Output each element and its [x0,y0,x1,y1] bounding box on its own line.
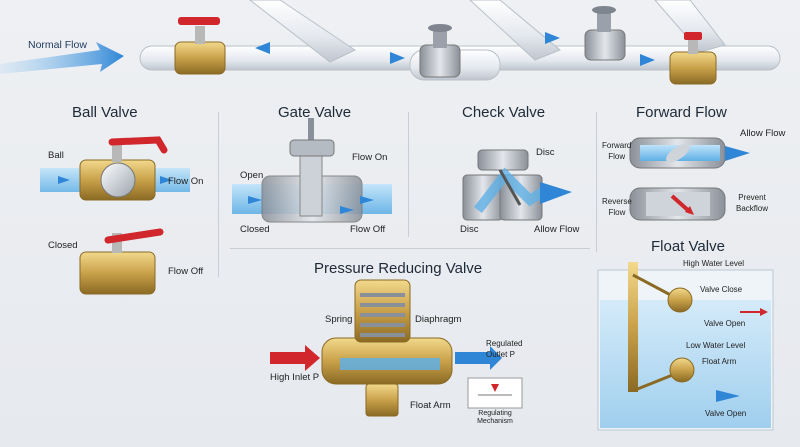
float-valve-illustration [597,262,774,431]
ball-label: Ball [48,150,64,161]
float-valve-title: Float Valve [651,238,725,255]
gate-flow-on-label: Flow On [352,152,388,163]
float-valve-open-top-label: Valve Open [704,319,746,328]
pipe-network [0,0,781,85]
gate-closed-label: Closed [240,224,270,235]
divider-2 [408,112,409,237]
float-low-water-label: Low Water Level [686,341,746,350]
gate-valve-title: Gate Valve [278,104,352,121]
ball-valve-open-illustration [40,136,190,201]
divider-4 [230,248,590,249]
float-valve-close-label: Valve Close [700,285,743,294]
float-arm-label: Float Arm [702,357,737,366]
forward-flow-illustration [629,137,750,221]
check-valve-title: Check Valve [462,104,546,121]
pressure-reducing-valve-illustration [270,279,523,417]
check-valve-illustration [462,149,572,221]
normal-flow-label: Normal Flow [28,39,87,51]
forward-flow-title: Forward Flow [636,104,727,121]
ball-flow-off-label: Flow Off [168,266,204,277]
ball-valve-title: Ball Valve [72,104,138,121]
reverse-flow-label: Reverse Flow [602,197,632,217]
prv-diaphragm-label: Diaphragm [415,314,462,325]
float-high-water-label: High Water Level [683,259,745,268]
ball-valve-closed-illustration [79,228,164,295]
prevent-backflow-label: Prevent Backflow [736,193,769,213]
gate-flow-off-label: Flow Off [350,224,386,235]
float-valve-open-bottom-label: Valve Open [705,409,747,418]
divider-3 [596,112,597,252]
prv-float-arm-label: Float Arm [410,400,451,411]
forward-allow-flow-label: Allow Flow [740,128,786,139]
prv-regulating-mechanism-label: Regulating Mechanism [477,410,513,425]
prv-spring-label: Spring [325,314,353,325]
prv-title: Pressure Reducing Valve [314,260,483,277]
divider-1 [218,112,219,277]
prv-high-inlet-label: High Inlet P [270,372,320,383]
gate-valve-illustration [232,118,392,223]
prv-regulated-outlet-label: Regulated Outlet P [486,339,523,359]
ball-flow-on-label: Flow On [168,176,204,187]
forward-flow-label: Forward Flow [602,141,632,161]
check-disc-bottom-label: Disc [460,224,479,235]
check-disc-top-label: Disc [536,147,555,158]
ball-closed-label: Closed [48,240,78,251]
gate-open-label: Open [240,170,264,181]
check-allow-flow-label: Allow Flow [534,224,580,235]
